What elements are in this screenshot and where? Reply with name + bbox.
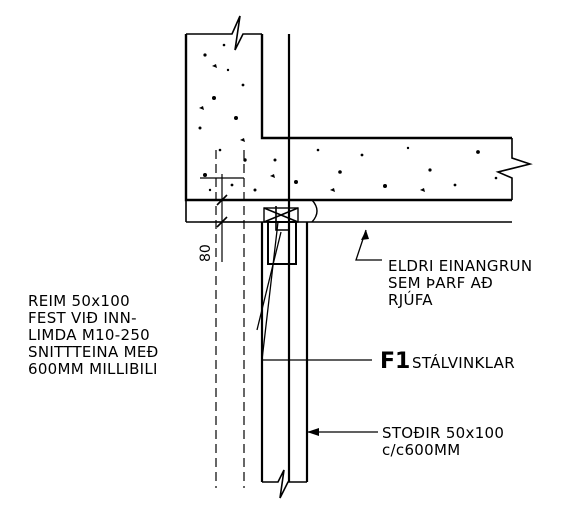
beam-line-2: FEST VIÐ INN- <box>28 309 137 327</box>
angle-text: STÁLVINKLAR <box>412 353 515 372</box>
label-studs: STOÐIR 50x100 c/c600MM <box>382 424 504 459</box>
old-insulation-line-1: ELDRI EINANGRUN <box>388 257 532 275</box>
old-insulation-line-3: RJÚFA <box>388 290 433 309</box>
label-old-insulation: ELDRI EINANGRUN SEM ÞARF AÐ RJÚFA <box>388 257 532 309</box>
label-steel-angle: F1 STÁLVINKLAR <box>380 349 515 374</box>
leaders <box>256 221 382 436</box>
label-beam: REIM 50x100 FEST VIÐ INN- LIMDA M10-250 … <box>28 292 159 378</box>
beam-line-4: SNITTTEINA MEÐ <box>28 343 159 361</box>
studs-line-1: STOÐIR 50x100 <box>382 424 504 442</box>
stud-wall <box>215 34 309 499</box>
studs-line-2: c/c600MM <box>382 441 460 459</box>
beam-and-angle <box>263 206 299 265</box>
concrete-aggregate <box>198 43 498 192</box>
dimension-label: 80 <box>198 244 214 262</box>
beam-line-5: 600MM MILLIBILI <box>28 360 158 378</box>
beam-line-1: REIM 50x100 <box>28 292 130 310</box>
old-insulation-line-2: SEM ÞARF AÐ <box>388 274 493 292</box>
dimension-80: 80 <box>198 174 244 262</box>
angle-code: F1 <box>380 349 410 374</box>
beam-line-3: LIMDA M10-250 <box>28 326 150 344</box>
